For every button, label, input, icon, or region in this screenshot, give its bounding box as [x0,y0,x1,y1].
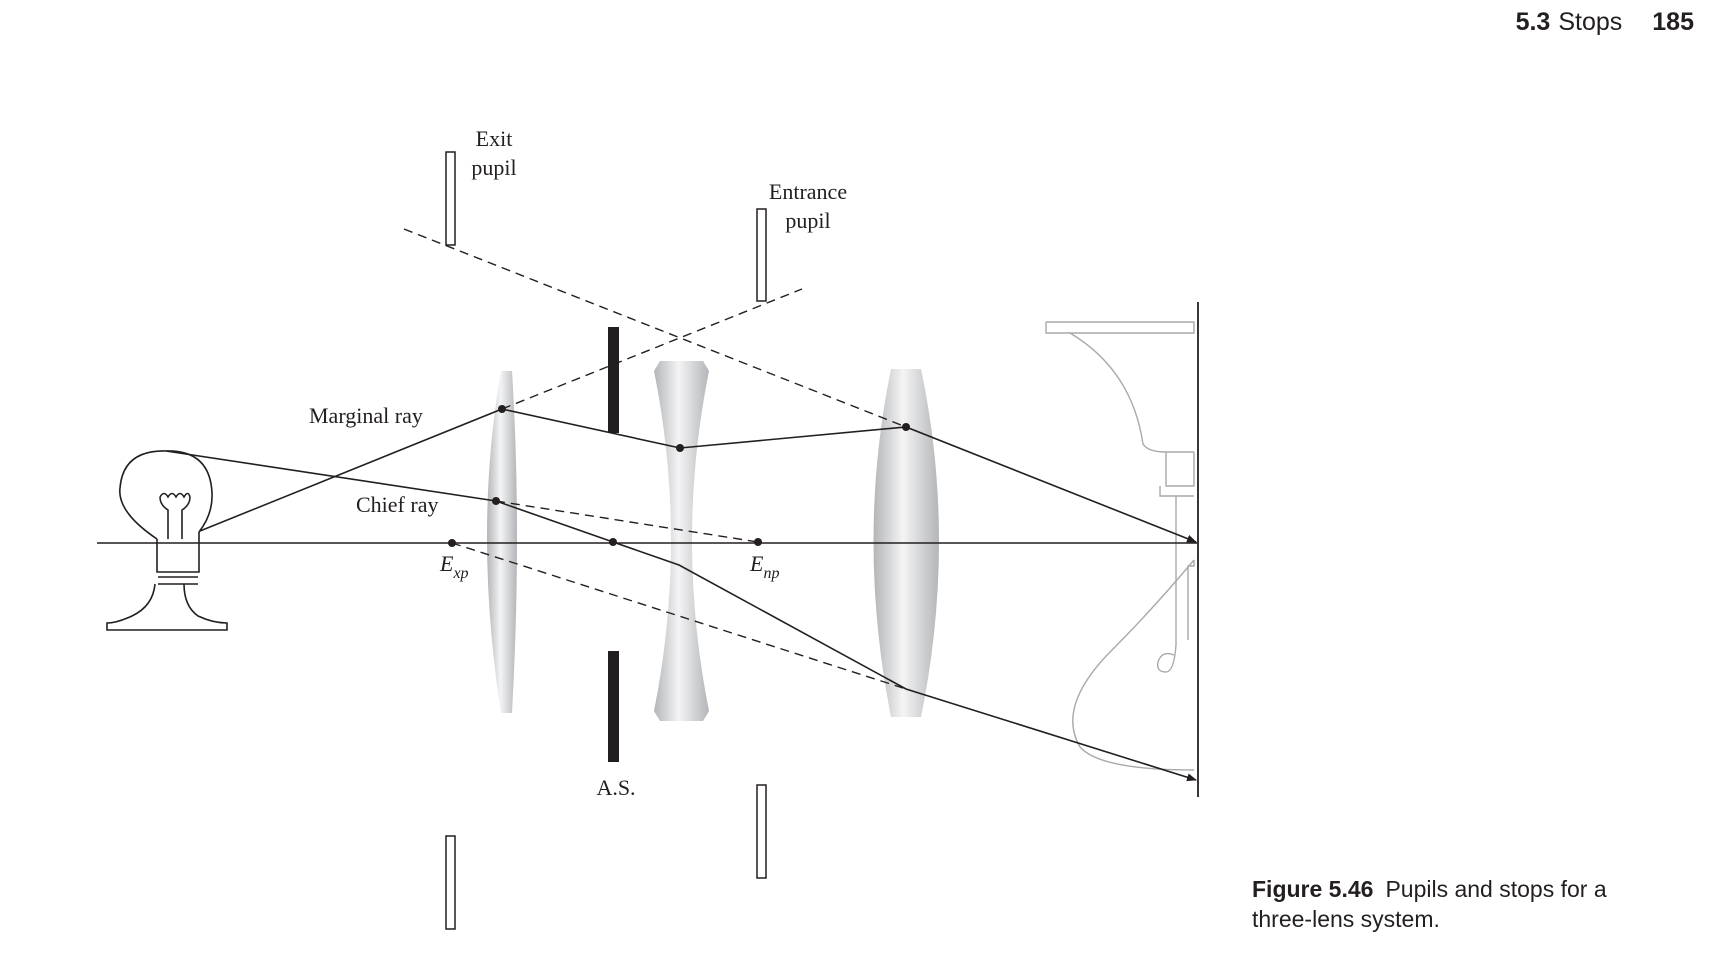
entrance-pupil-label-line2: pupil [785,208,830,233]
aperture-stop-upper [608,327,619,433]
light-bulb-object [106,450,228,631]
exit-pupil-point-label: Exp [439,551,469,582]
lens-1 [487,371,517,713]
entrance-pupil-point-sub: np [763,565,779,582]
projected-bulb-image [1045,321,1195,771]
section-number: 5.3 [1515,8,1551,36]
caption-text: Pupils and stops for a three-lens system… [1252,876,1607,932]
exit-pupil-lower [445,835,456,930]
ray-intersection-dots [448,405,910,547]
section-title: Stops [1558,8,1623,36]
lens-2-diverging [654,361,709,721]
chief-ray-label: Chief ray [356,492,438,517]
exit-pupil-point-sub: xp [452,565,468,582]
aperture-stop-label: A.S. [596,775,635,800]
exit-pupil-label-line2: pupil [471,155,516,180]
figure-label: Figure 5.46 [1252,876,1374,902]
entrance-pupil-upper [756,208,767,302]
entrance-pupil-point-label: Enp [749,551,779,582]
page-number: 185 [1652,8,1694,36]
exit-pupil-point-main: E [439,551,454,576]
entrance-pupil-point-main: E [749,551,764,576]
marginal-ray-label: Marginal ray [309,403,423,428]
dashed-construction-lines [403,228,907,690]
chief-ray [165,450,1197,782]
exit-pupil-upper [445,151,456,246]
aperture-stop-lower [608,651,619,762]
entrance-pupil-lower [756,784,767,879]
exit-pupil-label-line1: Exit [476,126,513,151]
entrance-pupil-label-line1: Entrance [769,179,847,204]
